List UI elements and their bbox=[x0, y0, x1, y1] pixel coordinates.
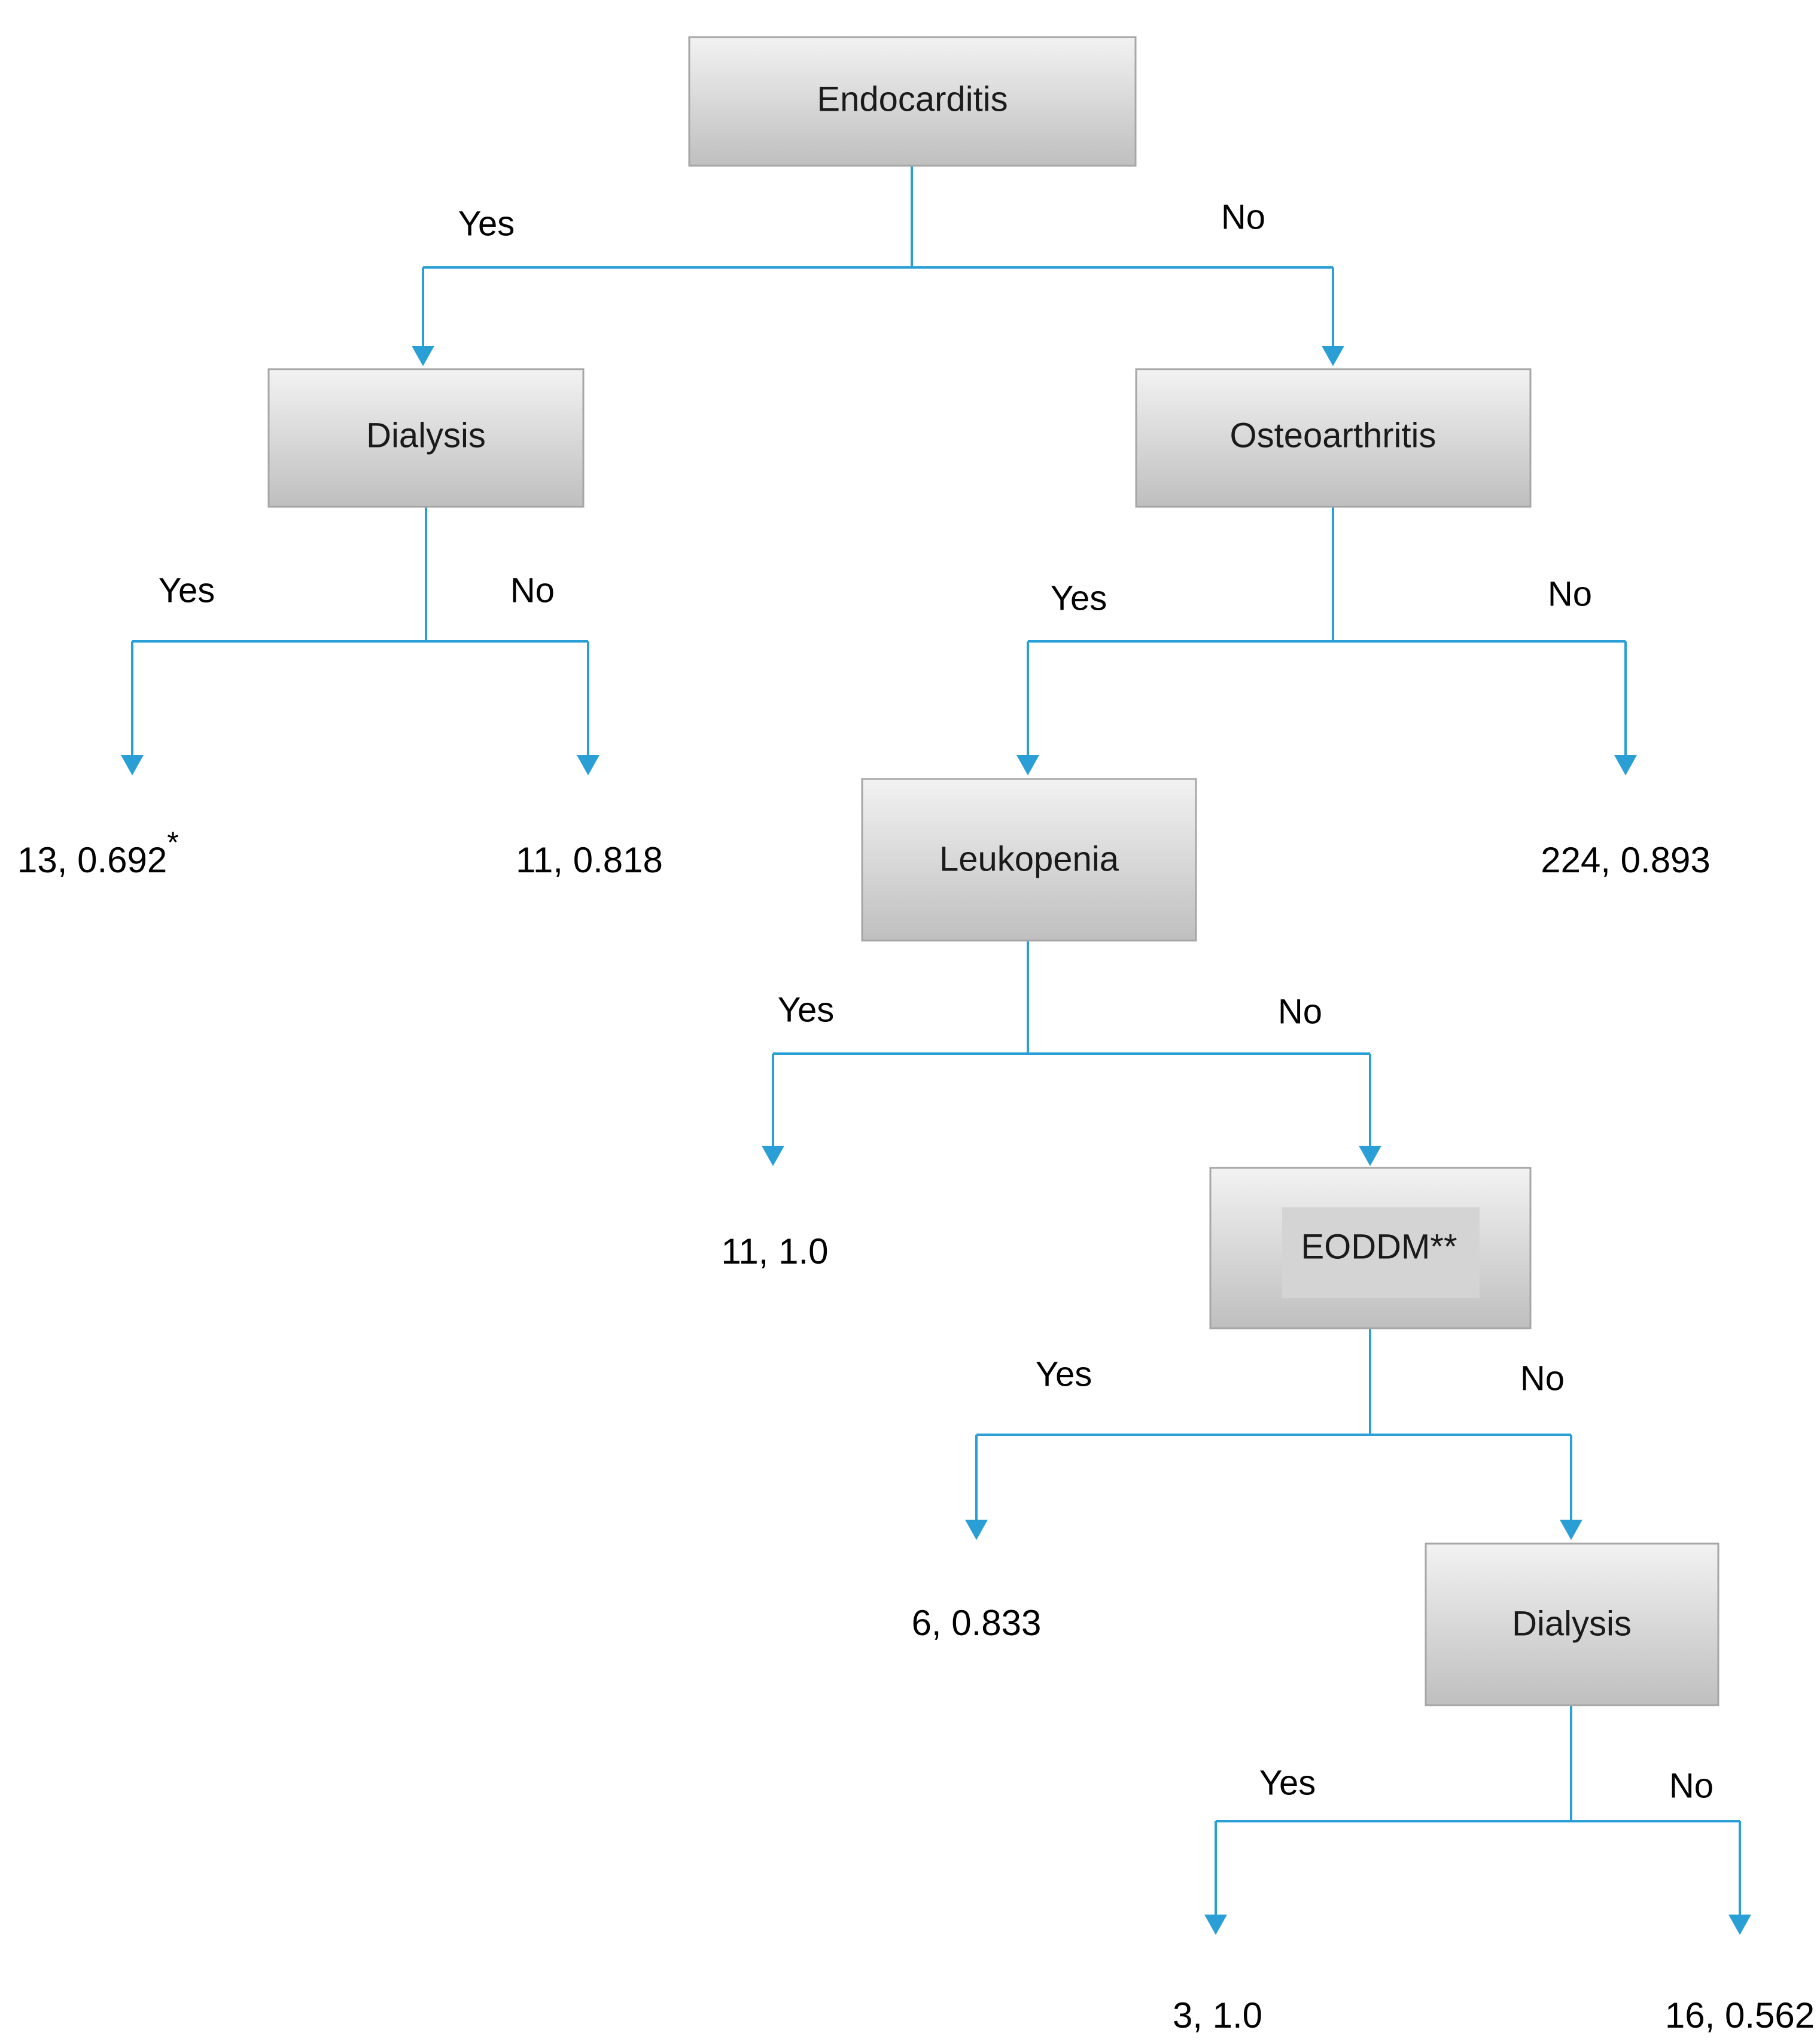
edge-endocarditis-no: No bbox=[1221, 197, 1265, 236]
node-endocarditis-label: Endocarditis bbox=[817, 80, 1008, 118]
connector-eoddm bbox=[975, 1328, 1572, 1520]
node-leukopenia-label: Leukopenia bbox=[939, 839, 1119, 878]
connector-endocarditis bbox=[422, 166, 1334, 346]
edge-dialysis-1-no: No bbox=[510, 571, 555, 610]
node-eoddm-label-backdrop bbox=[1282, 1207, 1480, 1298]
edge-endocarditis-yes: Yes bbox=[458, 204, 515, 243]
arrowhead-endocarditis-no bbox=[1322, 346, 1344, 366]
leaf-7: 16, 0.562 bbox=[1665, 1995, 1815, 2035]
node-osteoarthritis-label: Osteoarthritis bbox=[1230, 416, 1436, 455]
node-eoddm: EODDM** bbox=[1209, 1167, 1532, 1329]
arrowhead-dialysis-1-yes bbox=[121, 755, 144, 775]
arrowhead-leukopenia-yes bbox=[762, 1146, 784, 1166]
arrowhead-eoddm-yes bbox=[965, 1520, 988, 1540]
arrowhead-dialysis-1-no bbox=[577, 755, 599, 775]
leaf-6: 3, 1.0 bbox=[1173, 1995, 1262, 2035]
node-osteoarthritis: Osteoarthritis bbox=[1135, 368, 1532, 508]
node-dialysis-2: Dialysis bbox=[1425, 1542, 1719, 1706]
node-leukopenia: Leukopenia bbox=[861, 778, 1197, 942]
connector-dialysis-1 bbox=[131, 507, 589, 755]
edge-labels: Yes No Yes No Yes No Yes No Yes No Yes N… bbox=[159, 197, 1714, 1805]
node-dialysis-1-label: Dialysis bbox=[366, 416, 486, 455]
leaf-1-mark: * bbox=[167, 826, 178, 859]
edge-dialysis-1-yes: Yes bbox=[159, 571, 215, 610]
arrowhead-osteoarthritis-no bbox=[1614, 755, 1637, 775]
edge-leukopenia-no: No bbox=[1278, 992, 1322, 1031]
arrowhead-dialysis-2-yes bbox=[1204, 1915, 1227, 1935]
leaf-3: 224, 0.893 bbox=[1541, 840, 1711, 880]
edge-dialysis-2-no: No bbox=[1669, 1766, 1714, 1805]
connector-dialysis-2 bbox=[1215, 1705, 1741, 1915]
edge-dialysis-2-yes: Yes bbox=[1259, 1763, 1316, 1802]
edge-eoddm-no: No bbox=[1520, 1359, 1565, 1398]
leaf-5: 6, 0.833 bbox=[912, 1603, 1042, 1643]
arrowhead-osteoarthritis-yes bbox=[1016, 755, 1039, 775]
node-endocarditis: Endocarditis bbox=[688, 36, 1137, 167]
node-eoddm-label: EODDM** bbox=[1301, 1227, 1457, 1266]
connector-osteoarthritis bbox=[1027, 507, 1627, 755]
edge-eoddm-yes: Yes bbox=[1036, 1355, 1092, 1393]
connector-leukopenia bbox=[772, 941, 1371, 1146]
leaf-labels: 13, 0.692* 11, 0.818 224, 0.893 11, 1.0 … bbox=[17, 826, 1815, 2035]
node-dialysis-1: Dialysis bbox=[267, 368, 585, 508]
arrowhead-endocarditis-yes bbox=[412, 346, 434, 366]
arrowhead-dialysis-2-no bbox=[1728, 1915, 1751, 1935]
leaf-1: 13, 0.692* bbox=[17, 826, 179, 880]
leaf-2: 11, 0.818 bbox=[516, 840, 663, 880]
arrowhead-eoddm-no bbox=[1560, 1520, 1582, 1540]
edge-leukopenia-yes: Yes bbox=[778, 990, 835, 1029]
edge-osteoarthritis-no: No bbox=[1548, 574, 1592, 613]
node-dialysis-2-label: Dialysis bbox=[1512, 1604, 1632, 1643]
arrowhead-leukopenia-no bbox=[1359, 1146, 1381, 1166]
leaf-1-value: 13, 0.692 bbox=[17, 840, 167, 880]
leaf-4: 11, 1.0 bbox=[721, 1231, 828, 1271]
edge-osteoarthritis-yes: Yes bbox=[1051, 579, 1107, 617]
connectors bbox=[121, 166, 1751, 1935]
